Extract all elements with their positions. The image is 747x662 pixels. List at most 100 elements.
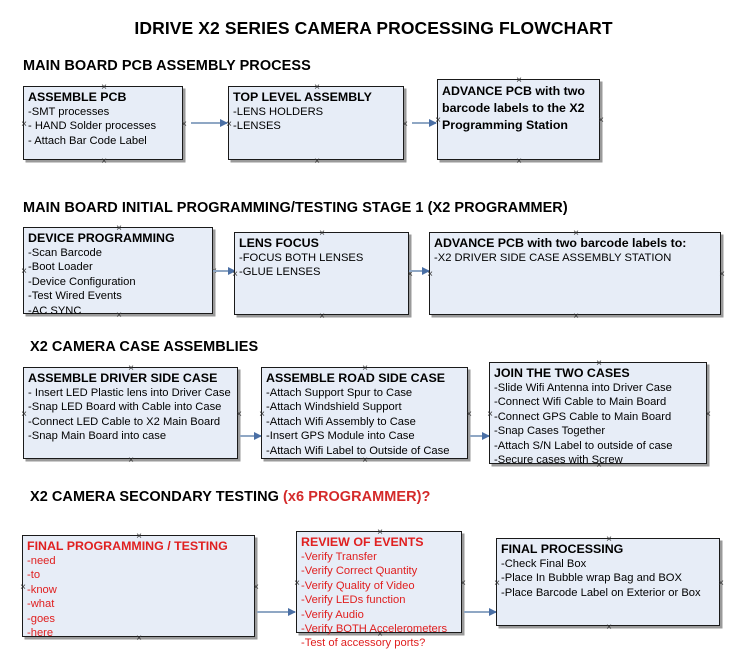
resize-handle-bottom[interactable] — [515, 157, 524, 166]
resize-handle-left[interactable] — [20, 120, 29, 129]
resize-handle-left[interactable] — [293, 579, 302, 588]
process-box-advance-pcb-to-driver-side-case-station[interactable]: ADVANCE PCB with two barcode labels to: … — [429, 232, 721, 315]
box-line: -GLUE LENSES — [239, 266, 321, 279]
box-title: ADVANCE PCB with two barcode labels to t… — [442, 84, 585, 132]
resize-handle-bottom[interactable] — [376, 630, 385, 639]
process-box-final-programming-testing[interactable]: FINAL PROGRAMMING / TESTING -need -to -k… — [19, 532, 255, 640]
process-box-lens-focus[interactable]: LENS FOCUS -FOCUS BOTH LENSES -GLUE LENS… — [234, 232, 409, 315]
resize-handle-right[interactable] — [252, 583, 261, 592]
section-heading-x2-camera-secondary-testing: X2 CAMERA SECONDARY TESTING (x6 PROGRAMM… — [30, 489, 430, 505]
resize-handle-top[interactable] — [515, 76, 524, 85]
process-box-final-processing[interactable]: FINAL PROCESSING -Check Final Box -Place… — [496, 538, 720, 626]
process-box-advance-pcb-to-x2-programming-station[interactable]: ADVANCE PCB with two barcode labels to t… — [437, 79, 600, 160]
resize-handle-left[interactable] — [20, 267, 29, 276]
resize-handle-bottom[interactable] — [318, 312, 327, 321]
box-line: - Insert LED Plastic lens into Driver Ca… — [28, 387, 231, 399]
resize-handle-right[interactable] — [717, 579, 726, 588]
arrow-head-icon — [489, 607, 497, 616]
box-line: -Snap Cases Together — [494, 425, 606, 438]
resize-handle-right[interactable] — [235, 410, 244, 419]
box-line: -Check Final Box — [501, 558, 587, 570]
process-box-join-the-two-cases[interactable]: JOIN THE TWO CASES -Slide Wifi Antenna i… — [486, 359, 707, 467]
resize-handle-top[interactable] — [605, 535, 614, 544]
box-line: -need — [27, 555, 56, 567]
box-line: -Secure cases with Screw — [494, 454, 623, 467]
section-heading-text: X2 CAMERA SECONDARY TESTING — [30, 489, 284, 505]
resize-handle-right[interactable] — [704, 410, 713, 419]
resize-handle-right[interactable] — [718, 270, 727, 279]
box-line: -Verify Quality of Video — [301, 579, 415, 592]
resize-handle-bottom[interactable] — [127, 456, 136, 465]
box-title: FINAL PROCESSING — [501, 542, 624, 556]
box-title: JOIN THE TWO CASES — [494, 366, 630, 380]
box-line: -Attach Wifi Label to Outside of Case — [266, 444, 450, 457]
box-line: -know — [27, 583, 57, 596]
resize-handle-bottom[interactable] — [605, 623, 614, 632]
section-heading-main-board-initial-programming: MAIN BOARD INITIAL PROGRAMMING/TESTING S… — [23, 200, 568, 216]
resize-handle-top[interactable] — [376, 528, 385, 537]
box-line-overflow: -Test of accessory ports? — [301, 637, 426, 650]
box-line: -Test Wired Events — [28, 290, 122, 303]
box-title: ADVANCE PCB with two barcode labels to: — [434, 236, 687, 250]
process-box-assemble-driver-side-case[interactable]: ASSEMBLE DRIVER SIDE CASE - Insert LED P… — [23, 367, 238, 459]
resize-handle-top[interactable] — [318, 229, 327, 238]
resize-handle-left[interactable] — [231, 270, 240, 279]
box-line: -here — [27, 627, 54, 640]
box-line: -X2 DRIVER SIDE CASE ASSEMBLY STATION — [434, 252, 672, 264]
box-line: -FOCUS BOTH LENSES — [239, 252, 364, 264]
box-line: -Attach Support Spur to Case — [266, 387, 413, 399]
resize-handle-right[interactable] — [180, 120, 189, 129]
box-title: DEVICE PROGRAMMING — [28, 231, 175, 245]
section-heading-text: MAIN BOARD PCB ASSEMBLY PROCESS — [23, 58, 311, 74]
resize-handle-top[interactable] — [100, 83, 109, 92]
arrow-head-icon — [254, 431, 262, 440]
connector-review-of-events-to-final-processing — [464, 607, 497, 616]
box-line: -Boot Loader — [28, 261, 93, 274]
resize-handle-top[interactable] — [127, 364, 136, 373]
resize-handle-bottom[interactable] — [135, 634, 144, 643]
resize-handle-top[interactable] — [313, 83, 322, 92]
resize-handle-bottom[interactable] — [115, 311, 124, 320]
resize-handle-top[interactable] — [135, 532, 144, 541]
resize-handle-left[interactable] — [258, 410, 267, 419]
resize-handle-top[interactable] — [115, 224, 124, 233]
box-line: -Snap LED Board with Cable into Case — [28, 401, 222, 414]
resize-handle-left[interactable] — [19, 583, 28, 592]
resize-handle-left[interactable] — [225, 120, 234, 129]
box-line: -SMT processes — [28, 106, 110, 118]
section-heading-x2-camera-case-assemblies: X2 CAMERA CASE ASSEMBLIES — [30, 339, 258, 355]
process-box-assemble-road-side-case[interactable]: ASSEMBLE ROAD SIDE CASE -Attach Support … — [261, 367, 468, 459]
resize-handle-bottom[interactable] — [361, 456, 370, 465]
box-line: -LENS HOLDERS — [233, 106, 324, 118]
process-box-device-programming[interactable]: DEVICE PROGRAMMING -Scan Barcode -Boot L… — [20, 224, 213, 317]
resize-handle-bottom[interactable] — [572, 312, 581, 321]
resize-handle-right[interactable] — [597, 116, 606, 125]
resize-handle-left[interactable] — [20, 410, 29, 419]
resize-handle-left[interactable] — [486, 410, 495, 419]
resize-handle-bottom[interactable] — [100, 157, 109, 166]
resize-handle-bottom[interactable] — [595, 461, 604, 470]
box-line: -LENSES — [233, 120, 281, 133]
box-line: -AC SYNC — [28, 304, 82, 317]
resize-handle-top[interactable] — [361, 364, 370, 373]
process-box-top-level-assembly[interactable]: TOP LEVEL ASSEMBLY -LENS HOLDERS -LENSES — [228, 86, 404, 160]
process-box-review-of-events[interactable]: REVIEW OF EVENTS -Verify Transfer -Verif… — [293, 528, 462, 649]
resize-handle-left[interactable] — [493, 579, 502, 588]
box-line: -goes — [27, 612, 55, 625]
resize-handle-right[interactable] — [465, 410, 474, 419]
box-title: ASSEMBLE ROAD SIDE CASE — [266, 371, 445, 385]
resize-handle-right[interactable] — [401, 120, 410, 129]
page-title: IDRIVE X2 SERIES CAMERA PROCESSING FLOWC… — [134, 18, 613, 38]
box-line: -Insert GPS Module into Case — [266, 430, 415, 443]
process-box-assemble-pcb[interactable]: ASSEMBLE PCB -SMT processes - HAND Solde… — [23, 86, 183, 160]
connector-driver-side-to-road-side — [240, 431, 262, 440]
box-line: -Snap Main Board into case — [28, 430, 167, 443]
connector-final-programming-to-review-of-events — [257, 607, 296, 616]
resize-handle-left[interactable] — [426, 270, 435, 279]
resize-handle-top[interactable] — [595, 359, 604, 368]
resize-handle-top[interactable] — [572, 229, 581, 238]
resize-handle-bottom[interactable] — [313, 157, 322, 166]
resize-handle-left[interactable] — [434, 116, 443, 125]
resize-handle-right[interactable] — [459, 579, 468, 588]
box-line: -Attach Windshield Support — [266, 401, 402, 414]
